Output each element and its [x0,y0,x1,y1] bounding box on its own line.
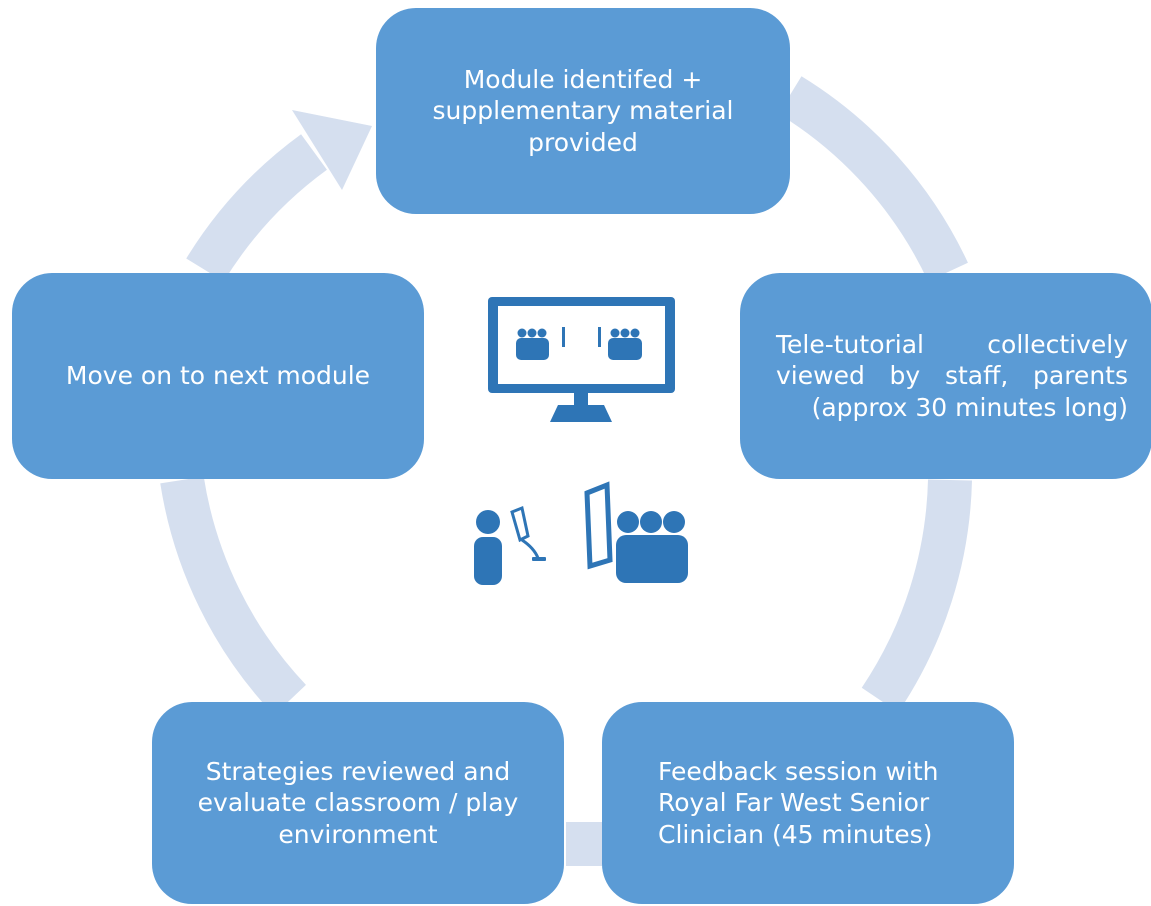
cycle-arrow-head [292,110,372,190]
step-label: Move on to next module [65,361,371,391]
cycle-band [186,134,328,282]
step-label: Strategies reviewed and evaluate classro… [197,757,519,849]
cycle-band-right-lower [861,479,972,713]
cycle-band-right-upper [778,76,968,282]
cycle-band-left-lower [160,476,307,716]
step-label: Tele-tutorial collectively viewed by sta… [776,330,1128,422]
step-feedback-session: Feedback session with Royal Far West Sen… [602,702,1014,904]
step-move-on: Move on to next module [12,273,424,479]
cycle-band-bottom [566,822,602,866]
step-strategies-reviewed: Strategies reviewed and evaluate classro… [152,702,564,904]
step-module-identified: Module identifed + supplementary materia… [376,8,790,214]
step-label: Module identifed + supplementary materia… [432,65,734,157]
step-label: Feedback session with Royal Far West Sen… [658,757,939,849]
step-tele-tutorial: Tele-tutorial collectively viewed by sta… [740,273,1151,479]
